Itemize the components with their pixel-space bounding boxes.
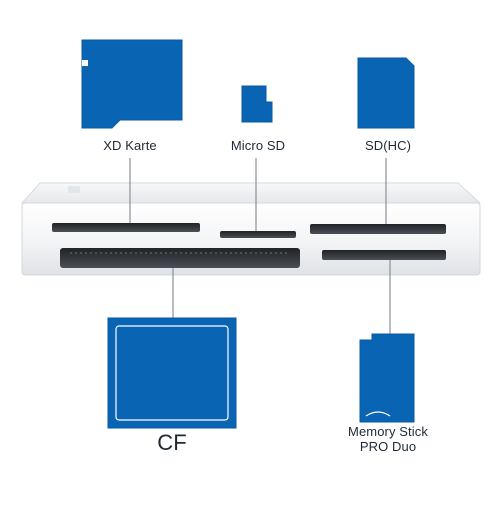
memory-stick-slot <box>322 250 446 260</box>
connector-lines <box>129 158 391 335</box>
xd-card-icon <box>81 39 183 129</box>
card-reader-device <box>20 182 482 276</box>
cf-slot <box>60 248 300 268</box>
sdhc-slot <box>310 224 446 234</box>
xd-slot <box>52 223 200 232</box>
sdhc-card-icon <box>357 57 415 129</box>
memory-stick-label: Memory Stick PRO Duo <box>333 424 443 454</box>
sdhc-label: SD(HC) <box>364 138 412 153</box>
memory-stick-card-icon <box>359 333 415 423</box>
xd-label: XD Karte <box>103 138 157 153</box>
memory-stick-label-line1: Memory Stick <box>348 424 428 439</box>
microsd-slot <box>220 231 296 238</box>
microsd-label: Micro SD <box>230 138 286 153</box>
microsd-card-icon <box>241 85 273 123</box>
cf-card-icon <box>107 317 237 429</box>
memory-stick-label-line2: PRO Duo <box>359 439 417 454</box>
led-indicator <box>68 186 80 193</box>
cf-label: CF <box>157 430 187 455</box>
